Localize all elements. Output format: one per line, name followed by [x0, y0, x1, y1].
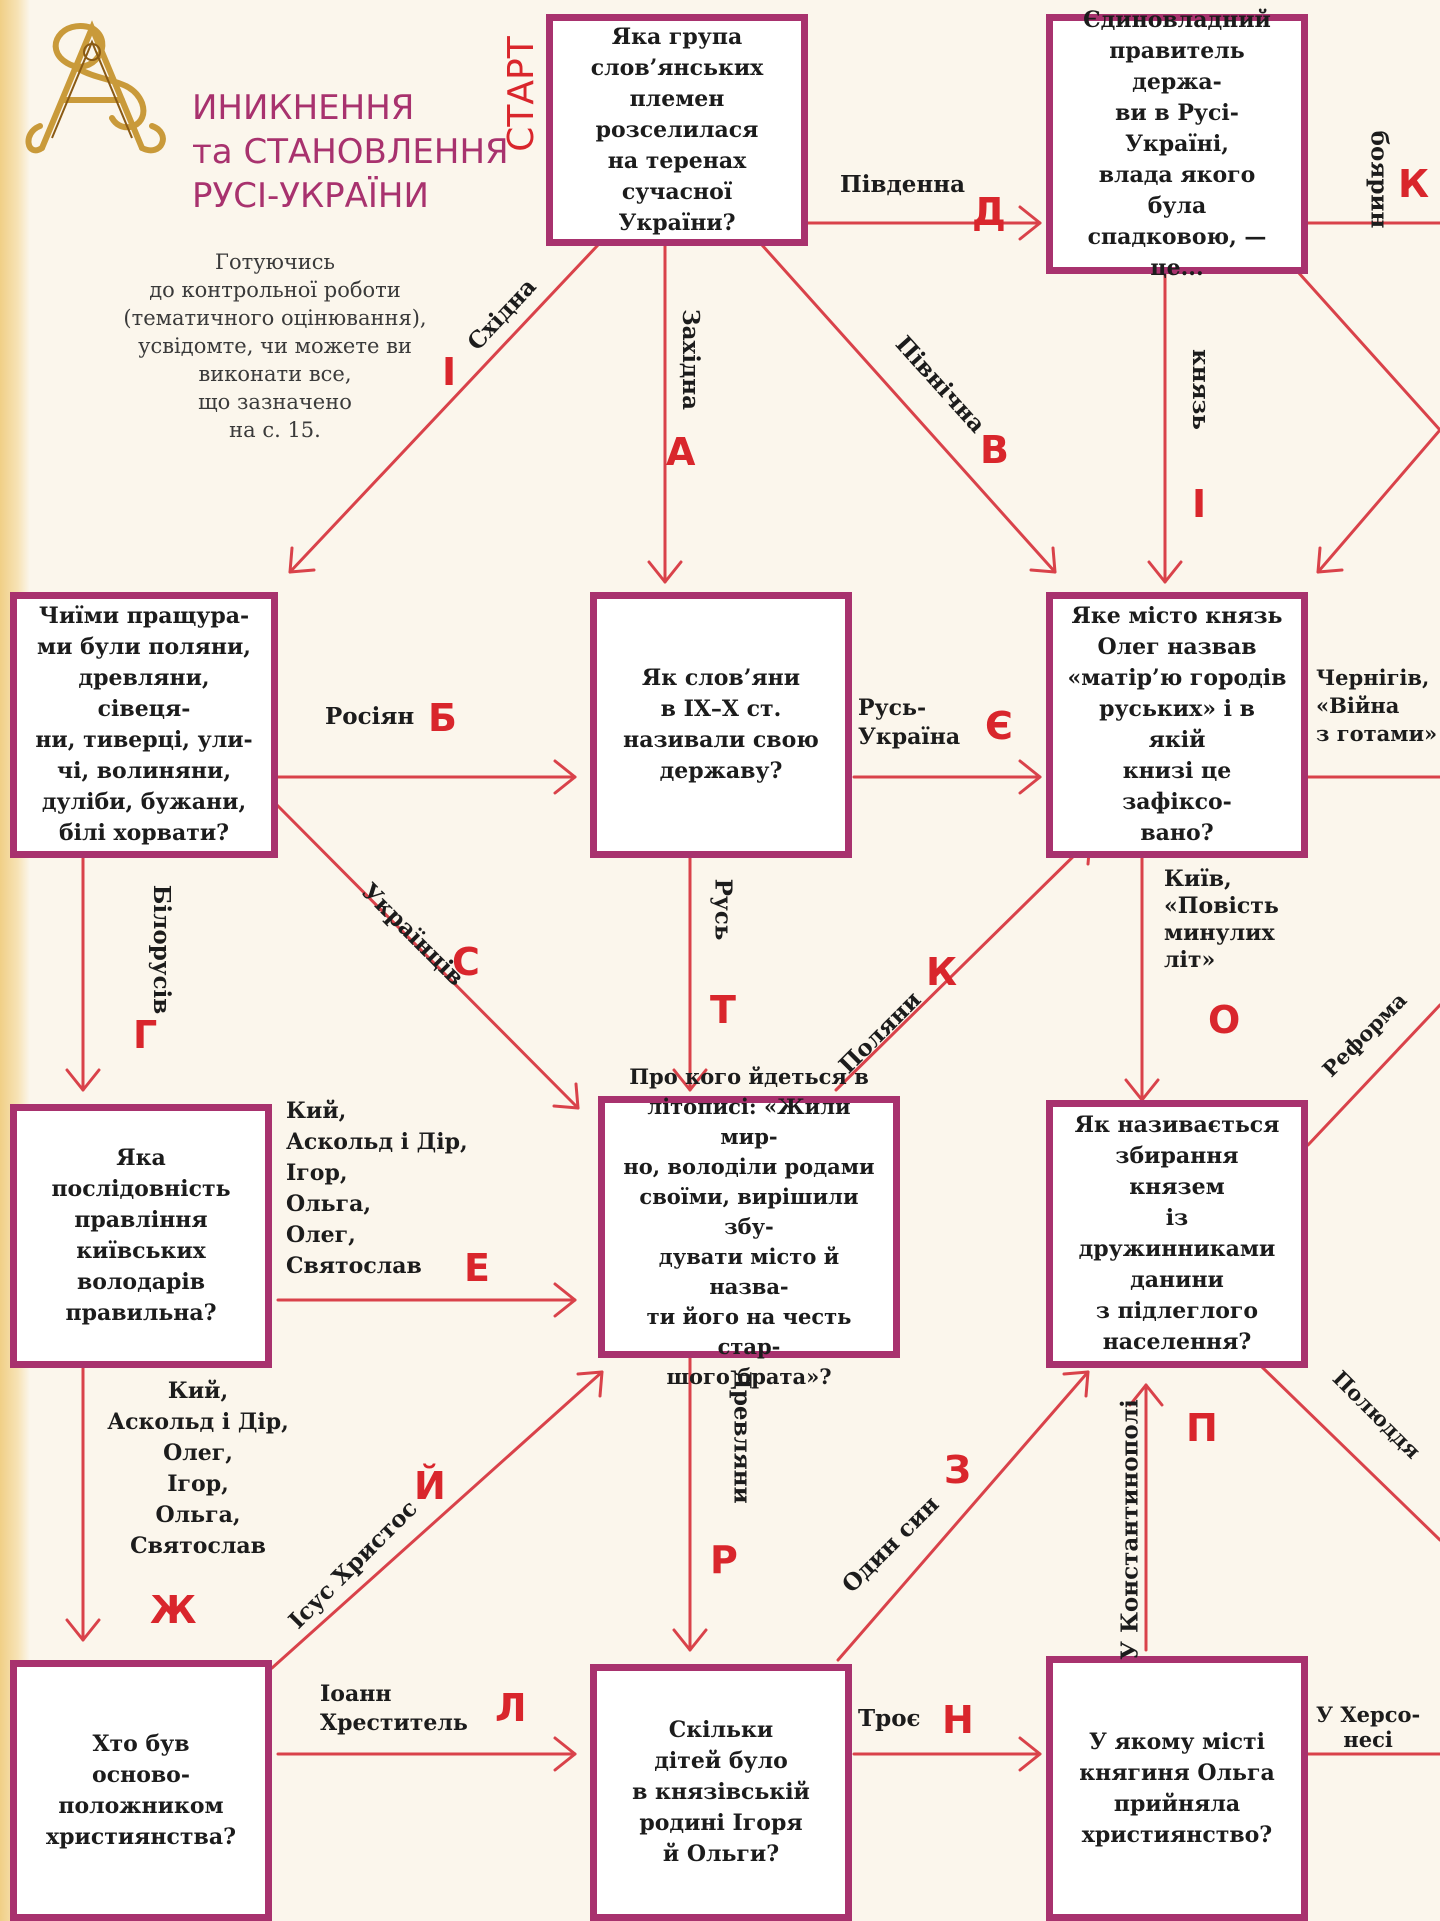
answer-western[interactable]: Західна	[677, 308, 705, 411]
answer-chernihiv[interactable]: Чернігів, «Війна з готами»	[1316, 665, 1438, 746]
answer-john[interactable]: Іоанн Хреститель	[320, 1681, 468, 1736]
arrow-children-to-tribute	[836, 1370, 1090, 1662]
letter-kyiv: О	[1208, 998, 1241, 1042]
question-text: Яка група слов’янських племен розселилас…	[590, 23, 764, 236]
question-box-rulers-order[interactable]: Яка послідовність правління київських во…	[10, 1104, 272, 1368]
answer-rus[interactable]: Русь	[709, 878, 737, 941]
answer-three[interactable]: Троє	[858, 1705, 921, 1732]
letter-western: А	[666, 430, 696, 474]
ornamental-letter-icon	[25, 20, 166, 154]
start-label: СТАРТ	[501, 36, 542, 152]
intro-text: Готуючись до контрольної роботи (тематич…	[123, 250, 427, 442]
question-box-ruler[interactable]: Єдиновладний правитель держа- ви в Русі-…	[1046, 7, 1308, 281]
answer-drevlyany[interactable]: Древляни	[728, 1369, 756, 1504]
title-line-1: ИНИКНЕННЯ	[192, 88, 415, 128]
answer-rus-ukraine[interactable]: Русь- Україна	[858, 695, 961, 750]
letter-rus-ukraine: Є	[985, 704, 1013, 748]
letter-three: Н	[942, 1698, 974, 1742]
arrow-tribute-to-right-polyuddya	[1260, 1365, 1440, 1542]
question-text: У якому місті княгиня Ольга прийняла хри…	[1079, 1728, 1275, 1848]
letter-northern: В	[980, 428, 1009, 472]
letter-belarusians: Г	[133, 1013, 158, 1057]
letter-boyars: К	[1398, 162, 1430, 206]
answer-kyiv[interactable]: Київ, «Повість минулих літ»	[1164, 866, 1279, 973]
question-text: Єдиновладний правитель держа- ви в Русі-…	[1083, 6, 1271, 281]
letter-prince: І	[1192, 482, 1207, 526]
letter-drevlyany: Р	[710, 1538, 738, 1582]
question-text: Як називається збирання князем із дружин…	[1074, 1112, 1280, 1355]
answer-belarusians[interactable]: Білорусів	[148, 884, 176, 1015]
question-box-tribute[interactable]: Як називається збирання князем із дружин…	[1046, 1100, 1308, 1368]
arrow-start-to-ancestors	[288, 243, 600, 574]
letter-ukrainians: С	[452, 940, 480, 984]
letter-john: Л	[495, 1686, 527, 1730]
question-text: Скільки дітей було в князівській родині …	[632, 1717, 810, 1867]
question-box-children[interactable]: Скільки дітей було в князівській родині …	[590, 1664, 852, 1921]
letter-order-a: Е	[464, 1246, 490, 1290]
question-text: Яке місто князь Олег назвав «матір’ю гор…	[1067, 603, 1287, 846]
arrow-founder-to-chronicle	[270, 1370, 604, 1670]
letter-polyany: К	[926, 950, 958, 994]
letter-order-b: Ж	[150, 1588, 197, 1632]
title-line-3: РУСІ-УКРАЇНИ	[192, 176, 429, 216]
question-text: Про кого йдеться в літописі: «Жили мир- …	[623, 1064, 875, 1389]
letter-eastern: І	[442, 350, 457, 394]
question-text: Як слов’яни в IX–X ст. називали свою дер…	[623, 665, 819, 784]
letter-one-son: З	[944, 1448, 971, 1492]
answer-order-a[interactable]: Кий, Аскольд і Дір, Ігор, Ольга, Олег, С…	[286, 1098, 468, 1279]
letter-russians: Б	[428, 696, 457, 740]
arrow-ancestors-to-chronicle	[270, 798, 580, 1110]
arrow-chronicle-to-mother-city	[834, 838, 1092, 1092]
question-text: Хто був осново- положником християнства?	[46, 1730, 236, 1850]
letter-rus: Т	[710, 988, 736, 1032]
question-box-mother-city[interactable]: Яке місто князь Олег назвав «матір’ю гор…	[1046, 592, 1308, 858]
answer-chersonesus[interactable]: У Херсо- несі	[1316, 1702, 1421, 1752]
question-box-start[interactable]: Яка група слов’янських племен розселилас…	[546, 14, 808, 246]
question-box-ancestors[interactable]: Чиїми пращура- ми були поляни, древляни,…	[10, 592, 278, 858]
decorative-left-strip	[0, 0, 30, 1921]
question-box-state-name[interactable]: Як слов’яни в IX–X ст. називали свою дер…	[590, 592, 852, 858]
arrow-start-to-mother-city	[760, 243, 1057, 574]
answer-boyars[interactable]: боярин	[1365, 130, 1393, 229]
question-box-chronicle[interactable]: Про кого йдеться в літописі: «Жили мир- …	[598, 1064, 900, 1389]
question-text: Яка послідовність правління київських во…	[51, 1145, 231, 1326]
letter-jesus: Й	[414, 1464, 446, 1508]
answer-order-b[interactable]: Кий, Аскольд і Дір, Олег, Ігор, Ольга, С…	[107, 1378, 289, 1559]
question-text: Чиїми пращура- ми були поляни, древляни,…	[35, 603, 253, 846]
letter-southern: Д	[972, 190, 1006, 234]
arrow-tribute-to-right-reform	[1306, 1003, 1440, 1147]
answer-constantinople[interactable]: У Константинополі	[1116, 1399, 1144, 1660]
answer-russians[interactable]: Росіян	[325, 703, 415, 730]
question-box-baptism[interactable]: У якому місті княгиня Ольга прийняла хри…	[1046, 1656, 1308, 1921]
title-line-2: та СТАНОВЛЕННЯ	[192, 132, 509, 172]
arrow-right-to-mother-city	[1296, 270, 1440, 432]
answer-southern[interactable]: Південна	[840, 171, 965, 198]
answer-prince[interactable]: князь	[1186, 349, 1214, 430]
letter-constantinople: П	[1186, 1406, 1218, 1450]
question-box-founder[interactable]: Хто був осново- положником християнства?	[10, 1660, 272, 1921]
